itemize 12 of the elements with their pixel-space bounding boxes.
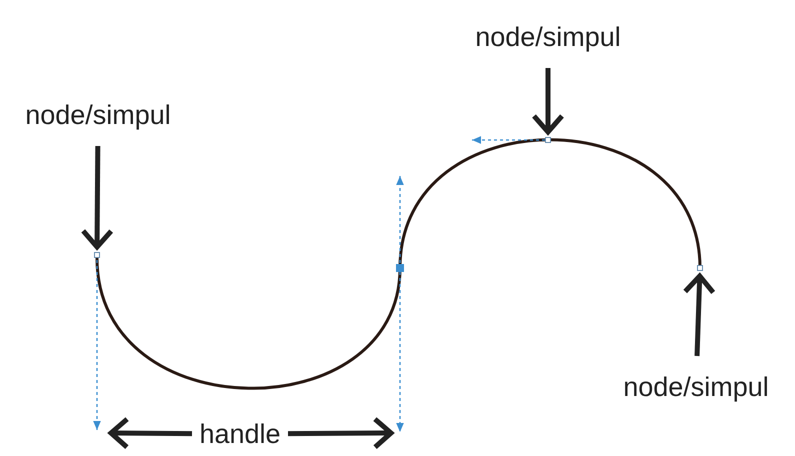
node-label: node/simpul — [25, 100, 171, 130]
node-point — [545, 137, 551, 143]
arrow — [288, 416, 394, 450]
arrow — [80, 146, 114, 250]
node-point — [697, 265, 703, 271]
arrow — [532, 68, 564, 134]
node-label: node/simpul — [623, 372, 769, 402]
node-label: handle — [199, 418, 281, 450]
arrow — [108, 416, 192, 450]
arrow — [682, 274, 716, 356]
node-point — [94, 252, 100, 258]
node-label: node/simpul — [475, 22, 621, 52]
